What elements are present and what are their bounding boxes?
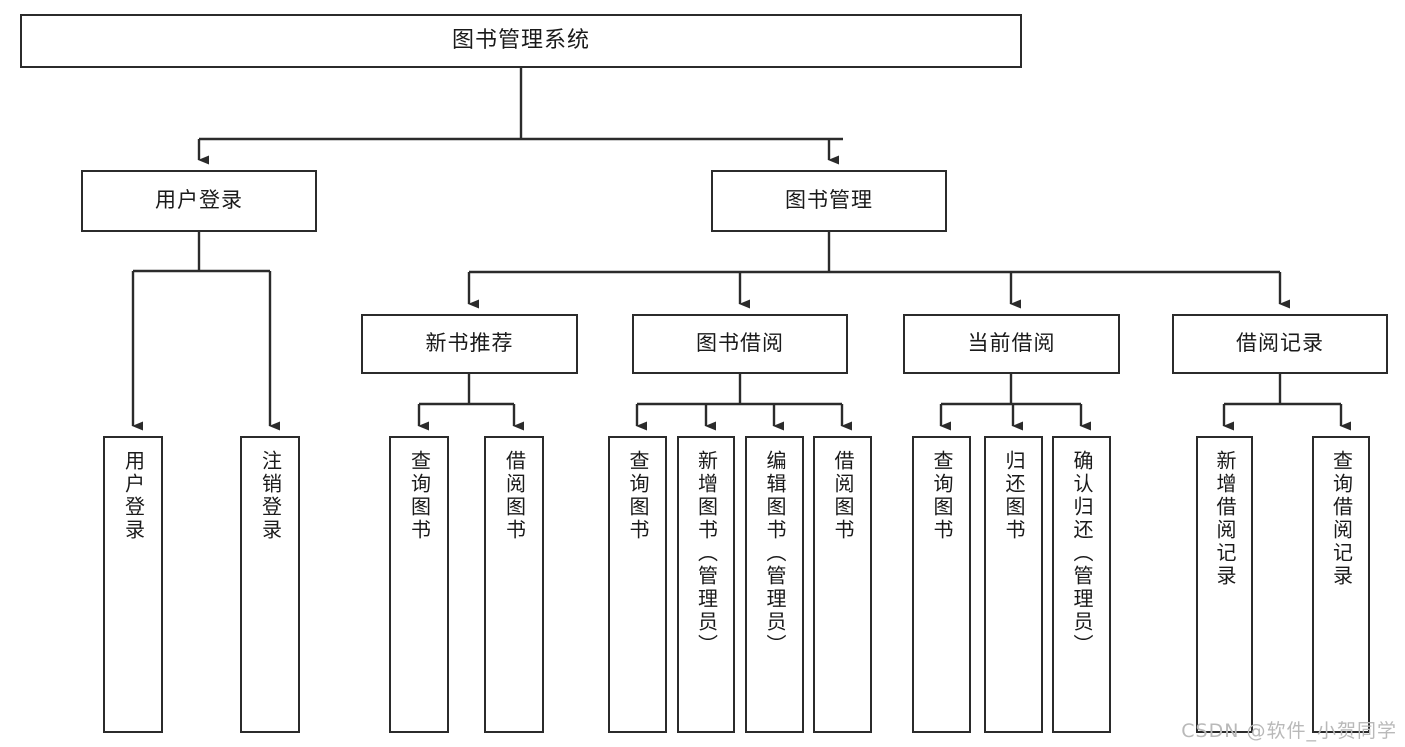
node-leaf-add-book-admin[interactable]: 新增图书（管理员） [677, 436, 735, 733]
node-leaf-borrow-book-2-label: 借阅图书 [831, 450, 855, 542]
node-leaf-query-book-2[interactable]: 查询图书 [608, 436, 667, 733]
node-current-borrow-label: 当前借阅 [967, 331, 1056, 356]
node-new-book-recommend[interactable]: 新书推荐 [361, 314, 578, 374]
node-leaf-query-book-1-label: 查询图书 [407, 450, 432, 542]
node-leaf-query-borrow-record-label: 查询借阅记录 [1329, 450, 1354, 588]
node-leaf-query-book-3[interactable]: 查询图书 [912, 436, 971, 733]
node-user-login-label: 用户登录 [155, 188, 243, 213]
node-book-borrow-label: 图书借阅 [696, 331, 784, 356]
node-leaf-query-book-3-label: 查询图书 [930, 450, 954, 542]
node-root-label: 图书管理系统 [451, 27, 590, 53]
node-leaf-borrow-book-2[interactable]: 借阅图书 [813, 436, 872, 733]
node-leaf-query-book-1[interactable]: 查询图书 [389, 436, 449, 733]
node-leaf-return-book[interactable]: 归还图书 [984, 436, 1043, 733]
node-leaf-confirm-return-admin[interactable]: 确认归还（管理员） [1052, 436, 1111, 733]
node-leaf-add-borrow-record[interactable]: 新增借阅记录 [1196, 436, 1253, 733]
node-leaf-edit-book-admin-label: 编辑图书（管理员） [763, 450, 787, 657]
node-book-management-label: 图书管理 [785, 188, 873, 213]
node-leaf-add-borrow-record-label: 新增借阅记录 [1213, 450, 1237, 588]
node-book-management[interactable]: 图书管理 [711, 170, 947, 232]
node-current-borrow[interactable]: 当前借阅 [903, 314, 1120, 374]
node-leaf-query-borrow-record[interactable]: 查询借阅记录 [1312, 436, 1370, 733]
node-leaf-query-book-2-label: 查询图书 [626, 450, 650, 542]
node-leaf-user-login-label: 用户登录 [121, 450, 146, 542]
node-leaf-logout-login[interactable]: 注销登录 [240, 436, 300, 733]
node-new-book-recommend-label: 新书推荐 [425, 331, 514, 356]
node-leaf-logout-login-label: 注销登录 [258, 450, 283, 542]
node-leaf-return-book-label: 归还图书 [1002, 450, 1026, 542]
node-book-borrow[interactable]: 图书借阅 [632, 314, 848, 374]
node-borrow-record[interactable]: 借阅记录 [1172, 314, 1388, 374]
node-borrow-record-label: 借阅记录 [1236, 331, 1324, 356]
node-leaf-edit-book-admin[interactable]: 编辑图书（管理员） [745, 436, 804, 733]
node-root-book-management-system[interactable]: 图书管理系统 [20, 14, 1022, 68]
node-leaf-add-book-admin-label: 新增图书（管理员） [694, 450, 719, 657]
node-leaf-confirm-return-admin-label: 确认归还（管理员） [1070, 450, 1094, 657]
node-leaf-user-login[interactable]: 用户登录 [103, 436, 163, 733]
node-leaf-borrow-book-1[interactable]: 借阅图书 [484, 436, 544, 733]
node-user-login[interactable]: 用户登录 [81, 170, 317, 232]
node-leaf-borrow-book-1-label: 借阅图书 [502, 450, 527, 542]
